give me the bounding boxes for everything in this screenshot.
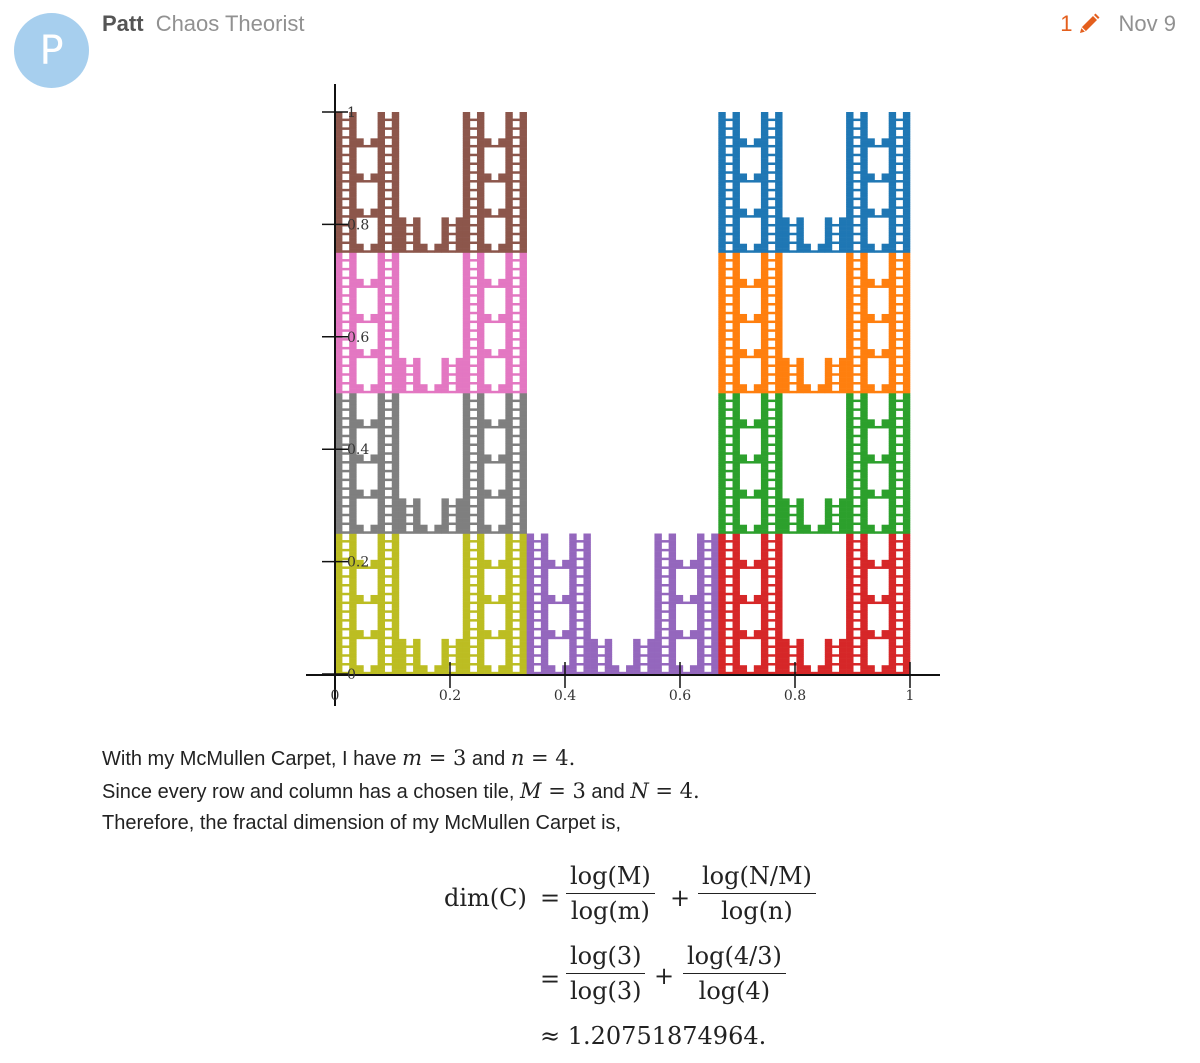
carpet-tile-8	[335, 112, 527, 253]
plus-sign-1: +	[670, 884, 691, 912]
fraction-1: log(M) log(m)	[566, 862, 655, 925]
y-tick-label: 0.4	[347, 442, 369, 458]
equation-equals-2: =	[540, 965, 561, 993]
y-tick-label: 0.2	[347, 555, 369, 571]
y-tick-label: 0.6	[347, 330, 369, 346]
equation-lhs: dim(C)	[444, 884, 527, 912]
carpet-tile-7	[718, 252, 911, 394]
carpet-tile-6	[335, 252, 527, 394]
x-tick-label: 0	[331, 688, 340, 704]
carpet-tile-4	[335, 393, 527, 534]
carpet-tile-5	[718, 393, 911, 534]
edit-history-button[interactable]: 1	[1060, 11, 1100, 37]
x-tick-label: 0.2	[439, 688, 461, 704]
post-date[interactable]: Nov 9	[1118, 11, 1176, 36]
fraction-4: log(4/3) log(4)	[683, 942, 786, 1005]
carpet-tile-3	[718, 533, 911, 675]
plus-sign-2: +	[654, 962, 675, 990]
username-link[interactable]: Patt	[102, 11, 144, 36]
pencil-icon	[1079, 13, 1100, 33]
post-author: Patt Chaos Theorist	[102, 11, 304, 37]
user-title: Chaos Theorist	[155, 11, 305, 36]
post-meta: 1 Nov 9	[1060, 11, 1176, 37]
carpet-tile-1	[335, 533, 527, 675]
y-tick-label: 0	[347, 667, 356, 683]
edit-count: 1	[1060, 11, 1073, 36]
x-tick-label: 0.4	[554, 688, 576, 704]
carpet-tiles	[335, 112, 911, 675]
paragraph-line-3: Therefore, the fractal dimension of my M…	[102, 812, 622, 834]
paragraph-line-2: Since every row and column has a chosen …	[102, 779, 700, 803]
carpet-tile-2	[526, 533, 719, 675]
carpet-tile-9	[718, 112, 911, 253]
avatar[interactable]: P	[14, 13, 89, 88]
mcmullen-carpet-chart: 0 0.2 0.4 0.6 0.8 1 0 0.2 0.4 0.6 0.8 1	[306, 84, 940, 706]
fraction-3: log(3) log(3)	[566, 942, 646, 1005]
approx-result: ≈ 1.20751874964.	[540, 1022, 767, 1050]
fraction-2: log(N/M) log(n)	[698, 862, 816, 925]
x-tick-label: 1	[906, 688, 915, 704]
y-tick-label: 1	[347, 105, 356, 121]
x-tick-label: 0.6	[669, 688, 691, 704]
paragraph-line-1: With my McMullen Carpet, I have m = 3 an…	[102, 746, 576, 770]
x-tick-label: 0.8	[784, 688, 806, 704]
y-tick-label: 0.8	[347, 217, 369, 233]
chart-axes: 0 0.2 0.4 0.6 0.8 1 0 0.2 0.4 0.6 0.8 1	[306, 84, 940, 706]
equation-equals-1: =	[540, 884, 561, 912]
